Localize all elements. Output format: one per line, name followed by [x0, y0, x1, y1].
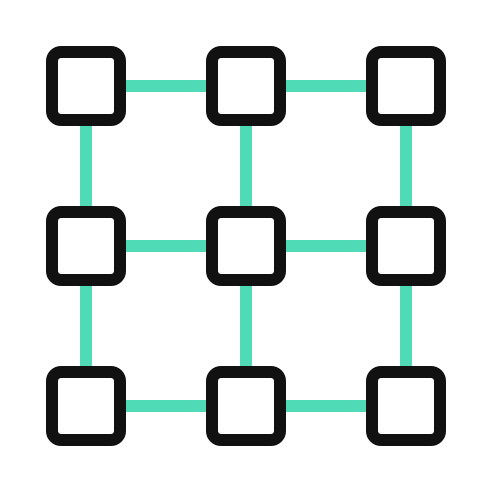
connector-lines [80, 80, 412, 412]
node-square-2-0 [46, 366, 126, 446]
node-square-1-2 [366, 206, 446, 286]
node-square-1-0 [46, 206, 126, 286]
node-squares [46, 46, 446, 446]
node-square-2-1 [206, 366, 286, 446]
node-square-0-0 [46, 46, 126, 126]
node-square-0-2 [366, 46, 446, 126]
node-square-2-2 [366, 366, 446, 446]
node-square-0-1 [206, 46, 286, 126]
node-square-1-1 [206, 206, 286, 286]
